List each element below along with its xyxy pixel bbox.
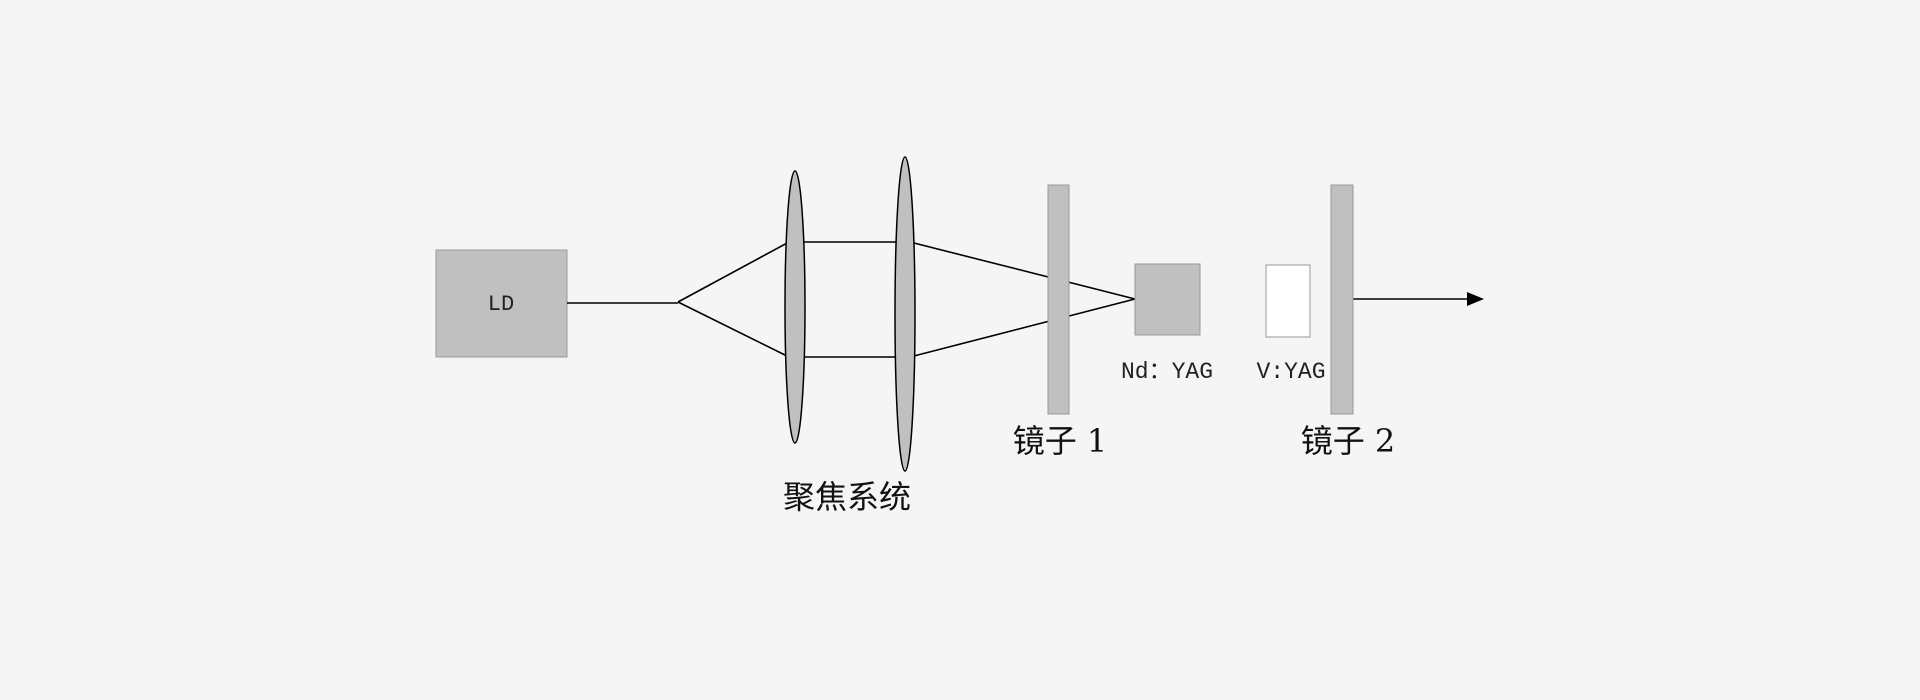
converging-ray-top <box>909 241 1136 300</box>
diverging-ray-top <box>677 241 790 303</box>
lens-1 <box>784 170 806 444</box>
nd-yag-crystal <box>1134 263 1201 336</box>
ld-label: LD <box>488 292 514 317</box>
mirror-1 <box>1047 184 1070 415</box>
laser-diode: LD <box>435 249 568 358</box>
focusing-system-label: 聚焦系统 <box>783 478 911 516</box>
converging-ray-bottom <box>909 298 1136 358</box>
output-arrow-icon <box>1467 292 1484 306</box>
v-yag-label: V:YAG <box>1256 359 1325 385</box>
nd-yag-label: Nd：YAG <box>1121 359 1213 385</box>
diverging-ray-bottom <box>677 301 790 358</box>
v-yag-absorber <box>1265 264 1311 338</box>
beam-path <box>567 241 1470 358</box>
mirror-2 <box>1330 184 1354 415</box>
mirror-2-label: 镜子 2 <box>1301 422 1396 460</box>
lens-2 <box>894 156 916 472</box>
mirror-1-label: 镜子 1 <box>1013 422 1108 460</box>
